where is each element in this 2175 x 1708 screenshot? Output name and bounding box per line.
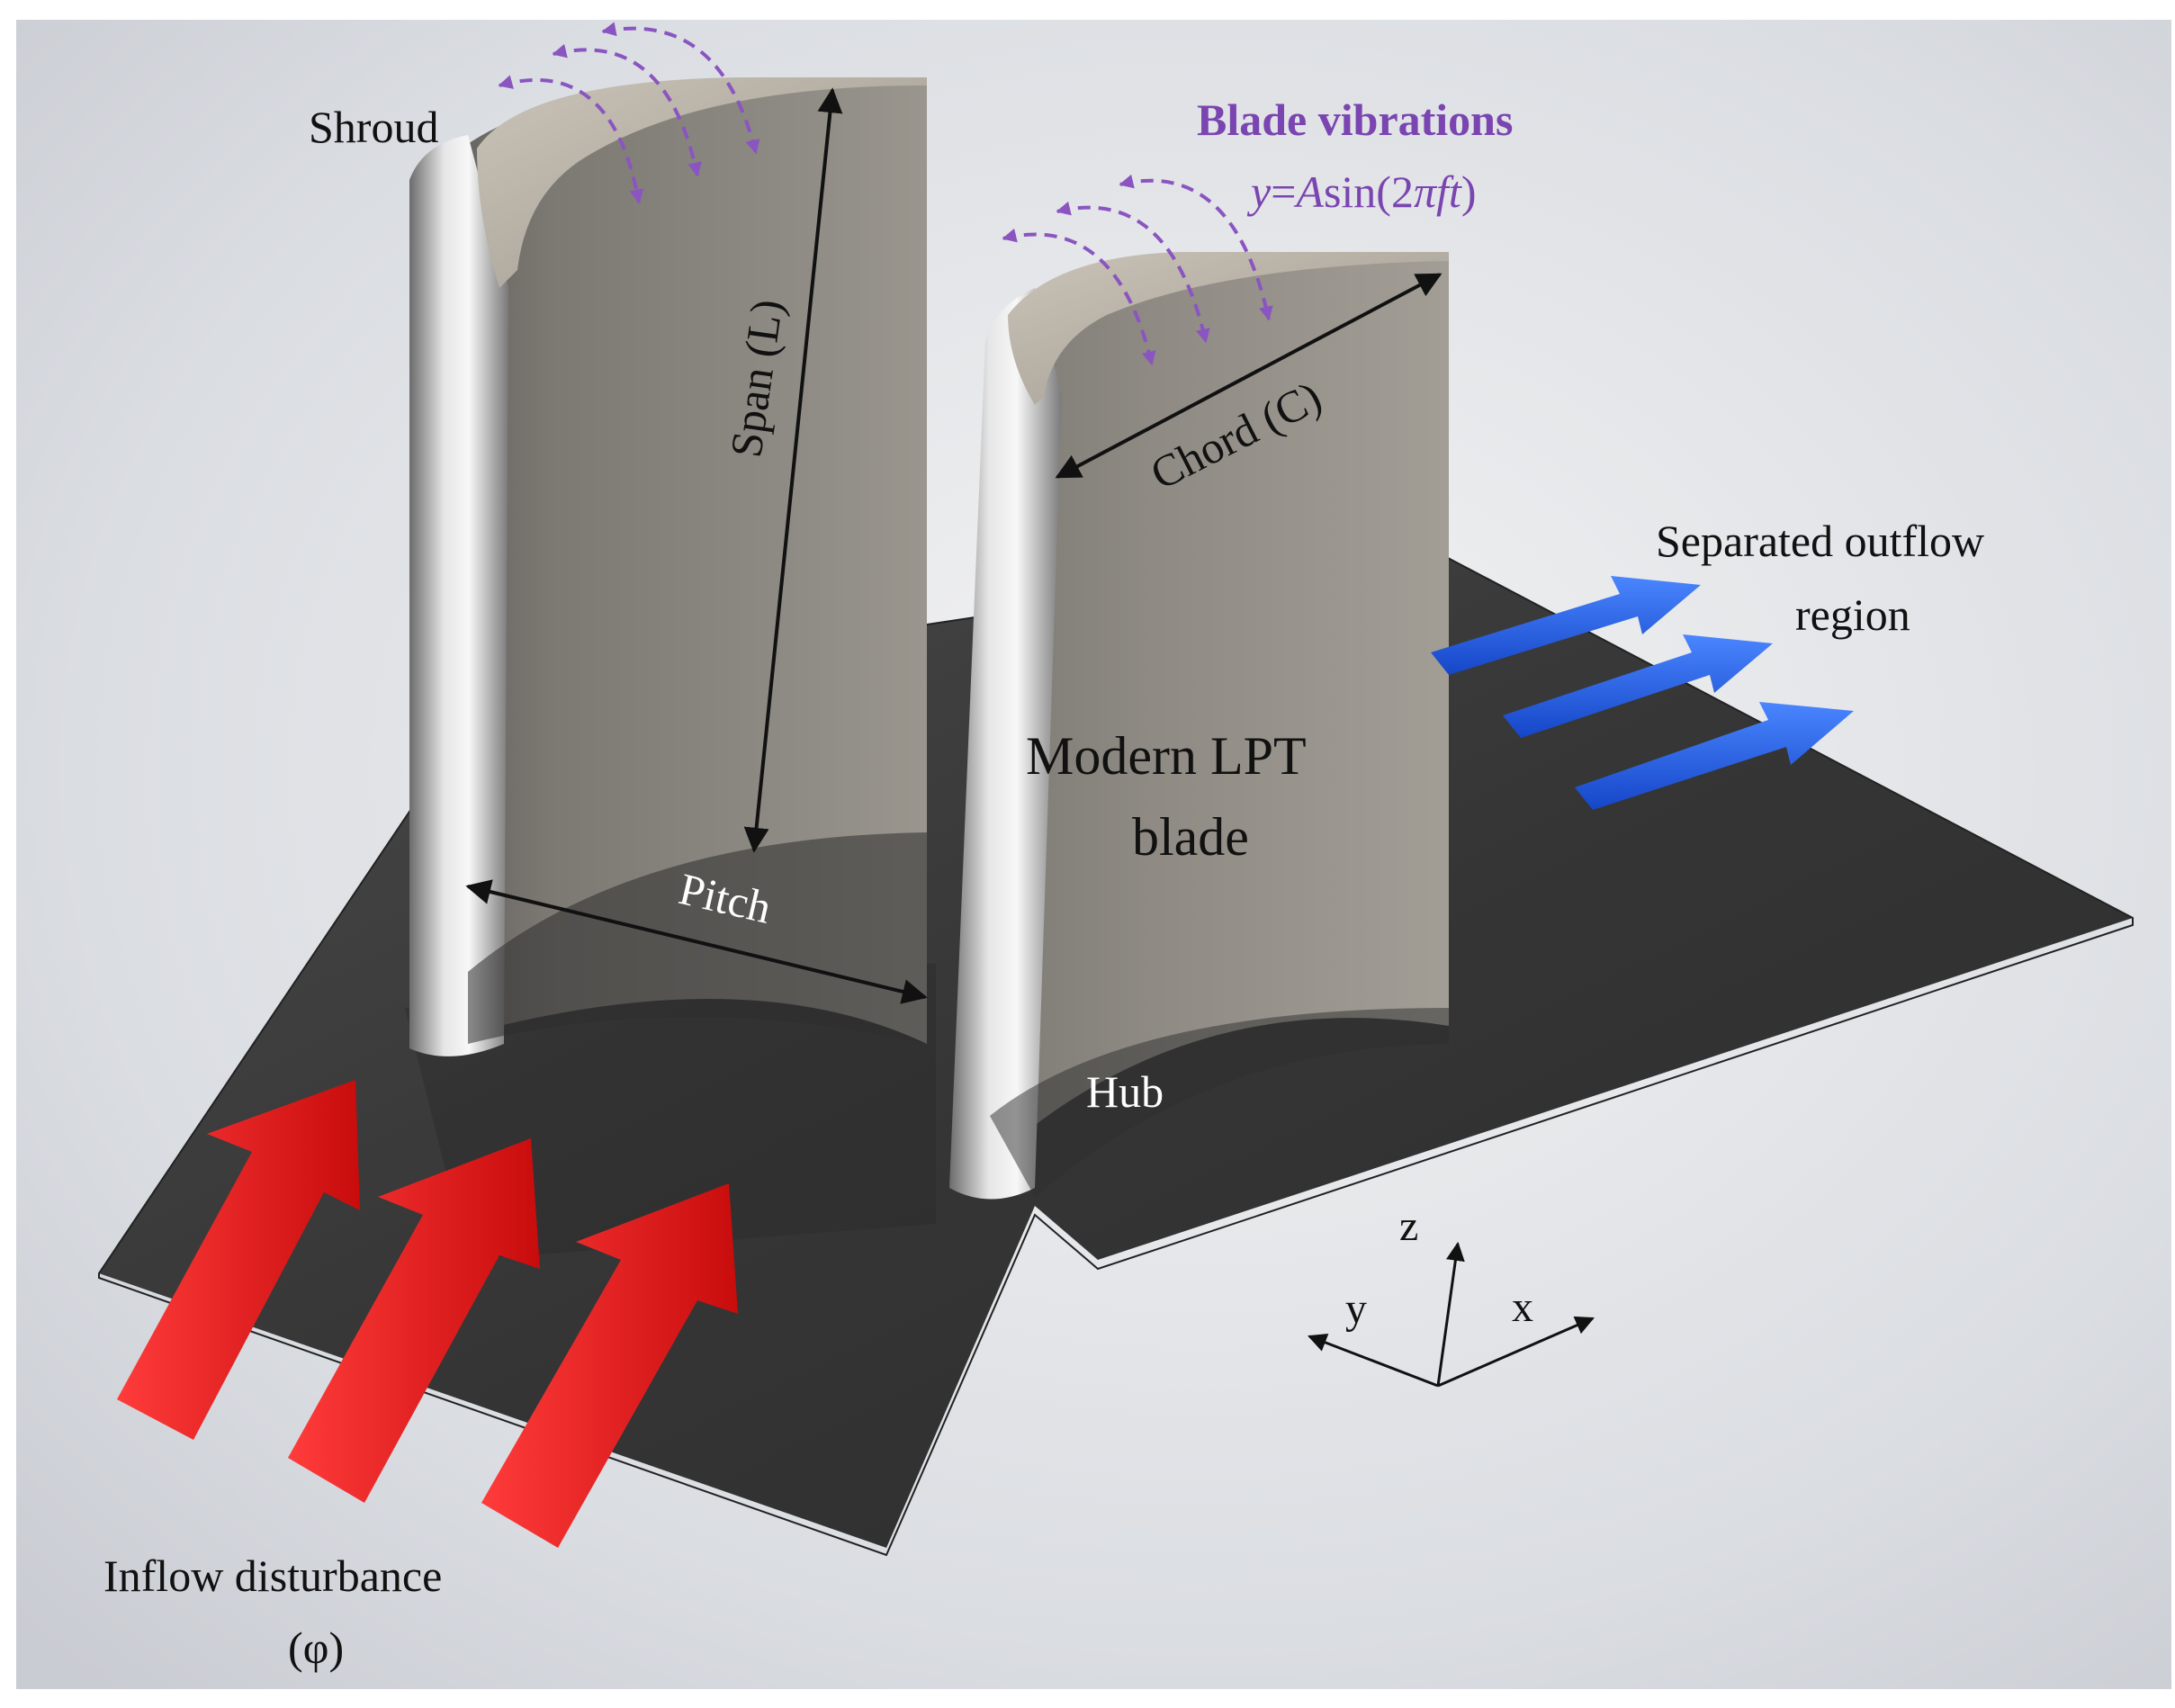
vib-close: ) [1461,166,1477,217]
outflow-arrows [1431,576,1854,810]
outflow-arrow-3 [1575,702,1854,810]
axis-x-line [1437,1316,1595,1388]
axis-y-line [1308,1333,1439,1388]
shroud-label: Shroud [309,102,438,152]
chord-dimension-arrow [1055,273,1443,479]
axis-z-line [1436,1241,1465,1387]
vib-ft: ft [1436,166,1462,217]
blade-label-line1: Modern LPT [1026,726,1307,786]
vib-y: y [1246,166,1272,217]
outflow-arrow-2 [1503,634,1773,738]
coordinate-axes [1308,1241,1595,1388]
outflow-arrow-1 [1431,576,1701,675]
span-dimension-arrow [743,87,843,853]
blade-label-line2: blade [1132,807,1249,867]
pitch-dimension-arrow [465,879,928,1004]
inflow-arrows [117,1080,738,1548]
vibration-arrows-right [1002,174,1273,366]
hub-label: Hub [1086,1066,1164,1117]
inflow-label-line1: Inflow disturbance [103,1551,442,1601]
outflow-label-line2: region [1795,589,1910,640]
vibration-equation: y=Asin(2πft) [1246,166,1476,217]
inflow-arrow-3 [481,1183,738,1548]
vib-sin: sin(2 [1324,166,1414,217]
blade-right-surface [963,256,1449,1188]
passage-shadow [405,963,936,1260]
inflow-arrow-2 [288,1138,540,1503]
vib-eq: = [1271,166,1296,217]
blade-vibrations-title: Blade vibrations [1197,94,1513,145]
vibration-arrows-left [498,22,760,204]
blade-right-root [990,1008,1449,1197]
inflow-label-line2: (φ) [288,1623,344,1673]
vib-pi: π [1414,166,1438,217]
outflow-label-line1: Separated outflow [1656,516,1984,566]
axis-y-label: y [1345,1285,1367,1333]
inflow-arrow-1 [117,1080,360,1440]
vib-A: A [1293,166,1324,217]
axis-z-label: z [1399,1202,1418,1250]
blade-left-leading-edge [409,135,508,1056]
axis-x-label: x [1512,1283,1533,1331]
blade-right-leading-edge [949,288,1062,1200]
